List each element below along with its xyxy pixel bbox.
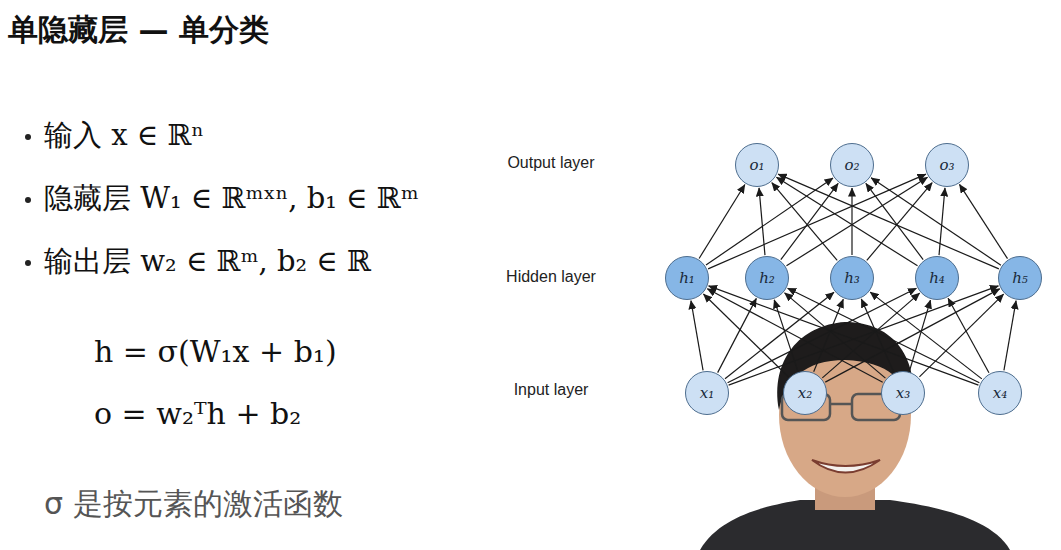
weight-connector (871, 178, 1001, 265)
bullet-text: 输出层 w₂ ∈ ℝᵐ, b₂ ∈ ℝ (44, 242, 371, 282)
neuron-circle: h₅ (998, 256, 1042, 300)
layer-label: Hidden layer (506, 268, 596, 286)
weight-connector (776, 177, 917, 266)
weight-connector (699, 185, 745, 259)
weight-connector (919, 294, 1003, 377)
weight-connector (707, 289, 882, 382)
weight-connector (729, 286, 999, 385)
neuron-label: o₂ (844, 156, 859, 174)
weight-connector (870, 292, 982, 379)
neuron-label: o₁ (749, 156, 764, 174)
neuron-label: h₄ (929, 269, 945, 287)
weight-connector (867, 183, 932, 261)
neuron-label: h₁ (679, 269, 695, 287)
neuron-label: x₄ (993, 384, 1007, 402)
equation: h = σ(W₁x + b₁) (94, 334, 337, 369)
weight-connector (778, 174, 999, 269)
weight-connector (786, 177, 927, 266)
neuron-circle: h₂ (745, 256, 789, 300)
weight-connector (718, 298, 757, 372)
neuron-circle: h₁ (665, 256, 709, 300)
neuron-label: h₂ (759, 269, 775, 287)
neuron-circle: x₄ (978, 371, 1022, 415)
neuron-circle: o₁ (735, 143, 779, 187)
neuron-label: h₃ (844, 269, 860, 287)
weight-connector (691, 301, 703, 371)
weight-connector (861, 299, 893, 372)
weight-connector (948, 298, 989, 373)
note-text: σ 是按元素的激活函数 (44, 484, 343, 525)
neuron-label: x₂ (798, 384, 812, 402)
bullet-dot (25, 260, 31, 266)
neuron-circle: x₂ (783, 371, 827, 415)
weight-connector (703, 294, 788, 377)
weight-connector (959, 184, 1007, 258)
neuron-label: x₃ (896, 384, 910, 402)
neuron-label: h₅ (1012, 269, 1028, 287)
weight-connector (1004, 301, 1016, 371)
weight-connector (851, 188, 852, 255)
presenter-glasses (830, 403, 852, 406)
layer-label: Output layer (507, 154, 594, 172)
weight-connector (825, 289, 999, 382)
neuron-circle: o₃ (925, 143, 969, 187)
bullet-text: 输入 x ∈ ℝⁿ (44, 116, 204, 156)
weight-connector (781, 183, 838, 259)
neuron-circle: x₁ (685, 371, 729, 415)
equation: o = w₂ᵀh + b₂ (94, 396, 301, 431)
weight-connector (709, 286, 979, 385)
neuron-circle: h₄ (915, 256, 959, 300)
weight-connector (866, 183, 923, 259)
slide-title: 单隐藏层 — 单分类 (8, 10, 269, 51)
neuron-label: o₃ (939, 156, 954, 174)
bullet-dot (25, 134, 31, 140)
neuron-circle: o₂ (830, 143, 874, 187)
neuron-label: x₁ (700, 384, 714, 402)
weight-connector (759, 188, 765, 255)
bullet-dot (25, 197, 31, 203)
weight-connector (728, 288, 917, 382)
layer-label: Input layer (514, 381, 589, 399)
weight-connector (706, 178, 833, 265)
bullet-text: 隐藏层 W₁ ∈ ℝᵐˣⁿ, b₁ ∈ ℝᵐ (44, 179, 419, 219)
neuron-circle: h₃ (830, 256, 874, 300)
weight-connector (814, 299, 844, 371)
weight-connector (708, 174, 926, 269)
presenter-smile (812, 460, 880, 473)
neuron-circle: x₃ (881, 371, 925, 415)
weight-connector (785, 293, 886, 378)
